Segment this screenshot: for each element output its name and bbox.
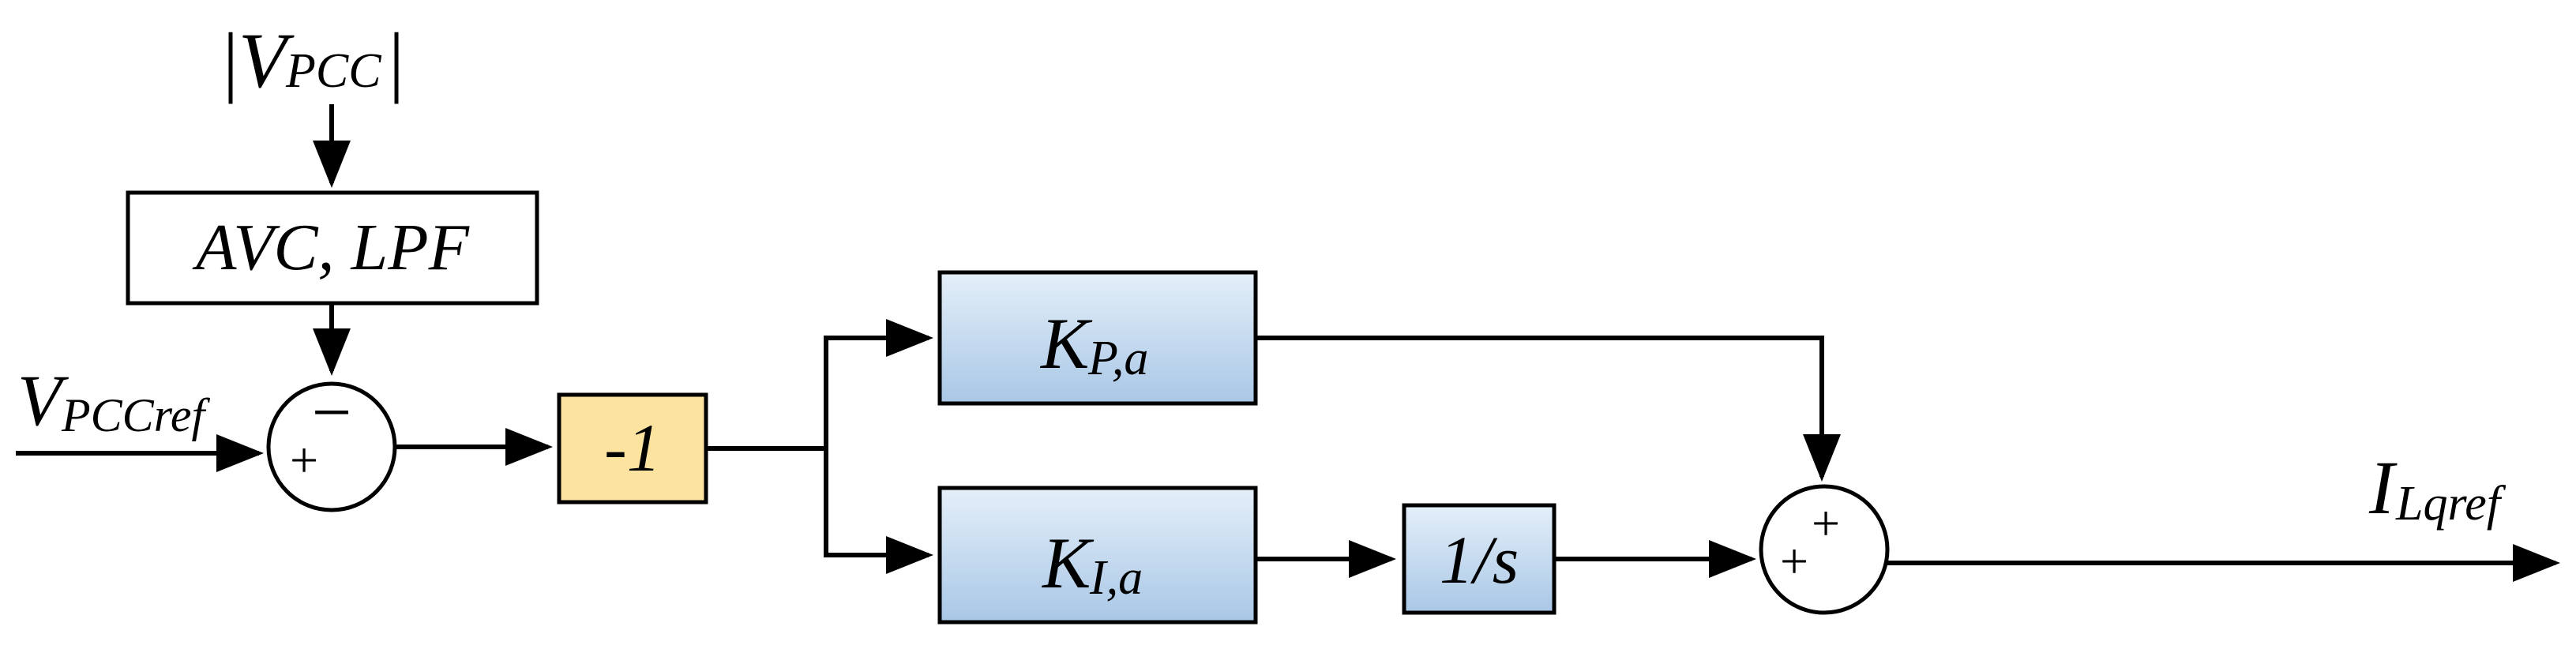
abs-bar-left: | [223, 17, 238, 104]
summer2-plus-top: + [1812, 495, 1840, 551]
ki-block: K I,a [937, 486, 1258, 625]
summer2-circle [1759, 484, 1890, 615]
summer1-minus-sign: − [312, 373, 352, 452]
avc-lpf-block: AVC, LPF [126, 190, 539, 306]
input-vpcc-magnitude-label: | V PCC | [223, 17, 404, 104]
summing-junction-2: + + [1759, 484, 1890, 615]
kp-main: K [1039, 303, 1093, 384]
ki-main: K [1041, 523, 1095, 603]
kp-box [937, 270, 1258, 406]
output-ilqref-label: I Lqref [2368, 445, 2507, 531]
gain-label: -1 [604, 410, 661, 486]
vpcc-subscript: PCC [285, 44, 381, 98]
avc-lpf-label: AVC, LPF [192, 211, 470, 284]
ilqref-subscript: Lqref [2395, 477, 2507, 531]
ilqref-main: I [2368, 445, 2398, 530]
avc-lpf-box [126, 190, 539, 306]
summer2-plus-left: + [1780, 533, 1808, 589]
vpccref-main: V [17, 360, 69, 441]
gain-block: -1 [557, 392, 708, 505]
vpcc-main: V [238, 17, 295, 104]
kp-block: K P,a [937, 270, 1258, 406]
summer1-plus-sign: + [290, 432, 318, 488]
kp-subscript: P,a [1087, 332, 1148, 385]
gain-box [557, 392, 708, 505]
ki-box [937, 486, 1258, 625]
vpccref-subscript: PCCref [61, 389, 210, 441]
integrator-block: 1/s [1402, 503, 1556, 615]
integrator-box [1402, 503, 1556, 615]
summing-junction-1: − + [266, 373, 397, 512]
abs-bar-right: | [389, 17, 404, 104]
ki-subscript: I,a [1089, 551, 1143, 605]
integrator-label: 1/s [1440, 522, 1519, 598]
input-vpccref-label: V PCCref [17, 360, 210, 441]
